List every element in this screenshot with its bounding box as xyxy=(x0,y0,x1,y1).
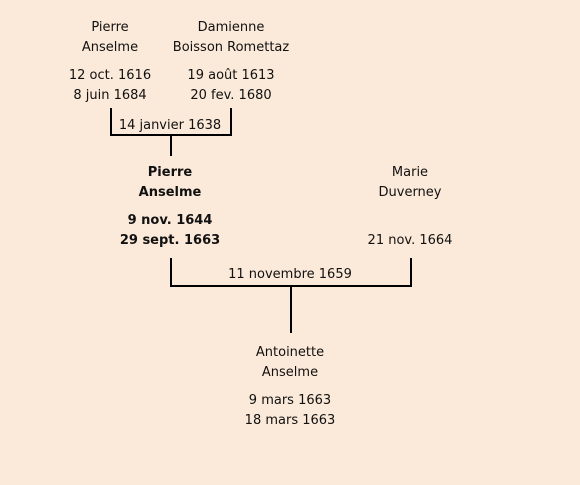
person-child: Antoinette Anselme 9 mars 1663 18 mars 1… xyxy=(245,343,336,431)
subject-marriage-date: 11 novembre 1659 xyxy=(228,267,352,282)
person-subject: Pierre Anselme 9 nov. 1644 29 sept. 1663 xyxy=(120,163,220,251)
connector-grandmother-down xyxy=(230,108,232,136)
child-last-name: Anselme xyxy=(261,365,319,380)
subject-first-name: Pierre xyxy=(147,165,193,180)
connector-spouse-down xyxy=(410,258,412,287)
parents-marriage-date: 14 janvier 1638 xyxy=(118,118,222,133)
grandfather-first-name: Pierre xyxy=(91,20,129,35)
grandmother-death-date: 20 fev. 1680 xyxy=(190,88,272,103)
spouse-last-name: Duverney xyxy=(378,185,442,200)
grandfather-birth-date: 12 oct. 1616 xyxy=(68,68,152,83)
connector-grandfather-down xyxy=(110,108,112,136)
grandmother-last-name: Boisson Romettaz xyxy=(172,40,290,55)
grandmother-birth-date: 19 août 1613 xyxy=(187,68,275,83)
spouse-birth-date xyxy=(368,211,453,231)
connector-subject-down xyxy=(170,258,172,287)
child-birth-date: 9 mars 1663 xyxy=(248,393,332,408)
connector-couple-horizontal xyxy=(170,285,412,287)
grandfather-death-date: 8 juin 1684 xyxy=(73,88,147,103)
child-first-name: Antoinette xyxy=(255,345,325,360)
subject-birth-date: 9 nov. 1644 xyxy=(127,213,213,228)
person-spouse: Marie Duverney 21 nov. 1664 xyxy=(368,163,453,251)
grandfather-last-name: Anselme xyxy=(81,40,139,55)
spouse-death-date: 21 nov. 1664 xyxy=(367,233,453,248)
connector-parents-to-subject xyxy=(170,136,172,156)
subject-last-name: Anselme xyxy=(138,185,202,200)
connector-couple-to-child xyxy=(290,287,292,333)
connector-parents-horizontal xyxy=(110,134,232,136)
person-grandmother: Damienne Boisson Romettaz 19 août 1613 2… xyxy=(173,18,289,106)
grandmother-first-name: Damienne xyxy=(197,20,265,35)
spouse-first-name: Marie xyxy=(391,165,429,180)
child-death-date: 18 mars 1663 xyxy=(244,413,336,428)
subject-death-date: 29 sept. 1663 xyxy=(119,233,221,248)
person-grandfather: Pierre Anselme 12 oct. 1616 8 juin 1684 xyxy=(69,18,151,106)
